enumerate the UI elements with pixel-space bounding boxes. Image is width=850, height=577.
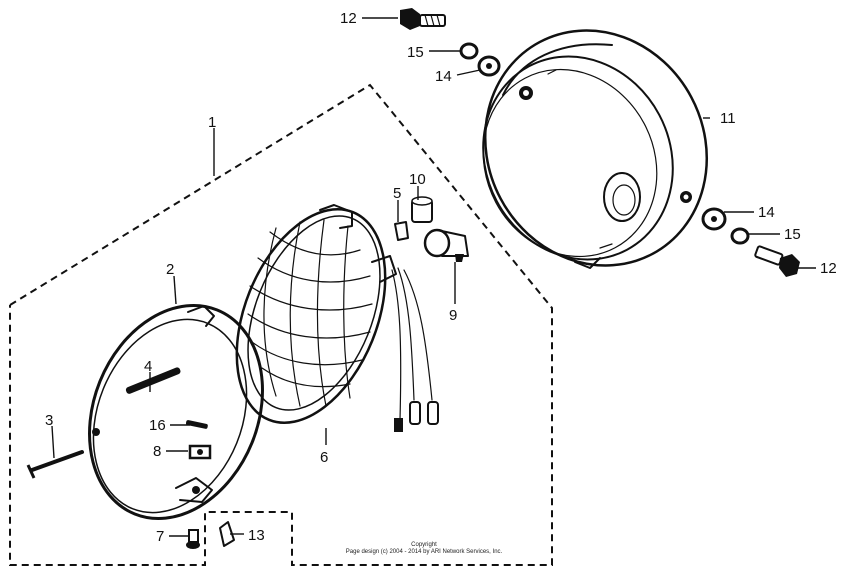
lens-pattern bbox=[247, 219, 373, 407]
callout-2: 2 bbox=[166, 261, 174, 278]
callout-6: 6 bbox=[320, 449, 328, 466]
headlight-rim bbox=[88, 303, 264, 521]
assembly-boundary bbox=[9, 83, 553, 566]
leader-lines bbox=[51, 17, 816, 537]
callout-5: 5 bbox=[393, 185, 401, 202]
callout-14-lower: 14 bbox=[758, 204, 775, 221]
small-screw bbox=[186, 529, 200, 549]
upper-lock-washer bbox=[459, 42, 479, 60]
callout-1: 1 bbox=[208, 114, 216, 131]
lower-lock-washer bbox=[730, 227, 750, 245]
clip-nut bbox=[188, 444, 212, 460]
long-screw bbox=[26, 450, 84, 479]
callout-15-upper: 15 bbox=[407, 44, 424, 61]
lower-mounting-bolt bbox=[754, 245, 800, 277]
upper-flat-washer bbox=[477, 55, 501, 77]
callout-4: 4 bbox=[144, 358, 152, 375]
callout-13: 13 bbox=[248, 527, 265, 544]
copyright-notice: Copyright Page design (c) 2004 - 2014 by… bbox=[346, 542, 503, 555]
callout-12-upper: 12 bbox=[340, 10, 357, 27]
callout-15-lower: 15 bbox=[784, 226, 801, 243]
callout-10: 10 bbox=[409, 171, 426, 188]
adjusting-spring bbox=[125, 367, 181, 394]
socket-clip bbox=[394, 221, 409, 241]
socket-sleeve bbox=[411, 196, 433, 223]
callout-labels: 1 2 3 4 5 6 7 8 9 10 11 12 12 13 14 14 1… bbox=[45, 10, 837, 545]
callout-8: 8 bbox=[153, 443, 161, 460]
lower-flat-washer bbox=[701, 207, 727, 231]
copyright-line-2: Page design (c) 2004 - 2014 by ARI Netwo… bbox=[346, 549, 503, 555]
small-spring bbox=[185, 420, 208, 429]
callout-12-lower: 12 bbox=[820, 260, 837, 277]
copyright-line-1: Copyright bbox=[411, 542, 437, 548]
adjusting-screw bbox=[219, 521, 235, 547]
callout-16: 16 bbox=[149, 417, 166, 434]
callout-14-upper: 14 bbox=[435, 68, 452, 85]
sealed-beam-unit bbox=[235, 204, 439, 432]
callout-9: 9 bbox=[449, 307, 457, 324]
headlight-case bbox=[482, 29, 709, 269]
callout-11: 11 bbox=[720, 110, 736, 127]
callout-7: 7 bbox=[156, 528, 164, 545]
callout-3: 3 bbox=[45, 412, 53, 429]
bulb-socket bbox=[423, 228, 469, 262]
upper-mounting-bolt bbox=[400, 8, 446, 30]
